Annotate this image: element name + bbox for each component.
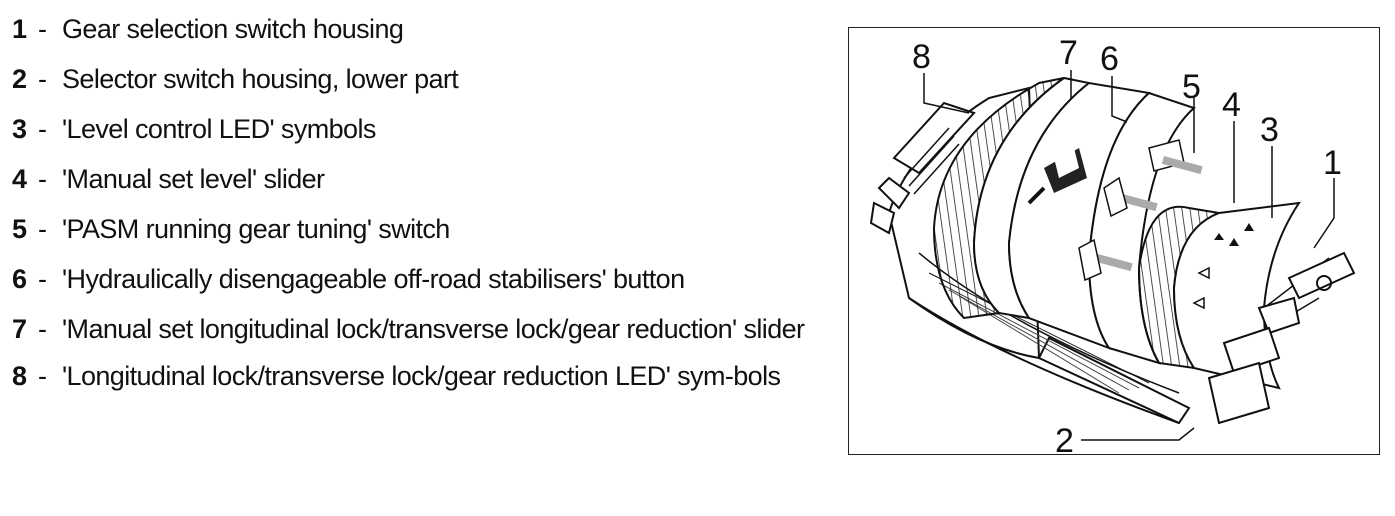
callout-8: 8 — [912, 38, 931, 76]
legend-text: 'Manual set longitudinal lock/transverse… — [62, 314, 805, 344]
legend-item-6: 6 - 'Hydraulically disengageable off-roa… — [12, 260, 832, 298]
legend-item-5: 5 - 'PASM running gear tuning' switch — [12, 210, 832, 248]
legend-separator: - — [38, 314, 47, 344]
switch-assembly-figure: 8 7 6 5 4 3 1 2 — [848, 27, 1380, 456]
switch-drum — [1078, 91, 1203, 365]
callout-2: 2 — [1055, 422, 1074, 456]
legend-separator: - — [38, 14, 47, 44]
callout-3: 3 — [1260, 111, 1279, 149]
legend-number: 2 — [12, 64, 28, 94]
legend-item-8: 8 - 'Longitudinal lock/transverse lock/g… — [12, 357, 832, 395]
callout-4: 4 — [1222, 86, 1241, 124]
legend-number: 6 — [12, 264, 28, 294]
callout-7: 7 — [1059, 34, 1078, 72]
legend-separator: - — [38, 164, 47, 194]
legend-number: 5 — [12, 214, 28, 244]
legend-separator: - — [38, 214, 47, 244]
callout-1: 1 — [1323, 144, 1342, 182]
legend-item-2: 2 - Selector switch housing, lower part — [12, 60, 832, 98]
legend-text: 'Manual set level' slider — [62, 164, 325, 194]
legend-separator: - — [38, 64, 47, 94]
legend-text: Gear selection switch housing — [62, 14, 404, 44]
legend-number: 4 — [12, 164, 28, 194]
legend-text: Selector switch housing, lower part — [62, 64, 459, 94]
legend-number: 8 — [12, 361, 28, 391]
callout-6: 6 — [1100, 40, 1119, 78]
legend-item-1: 1 - Gear selection switch housing — [12, 10, 832, 48]
legend-number: 1 — [12, 14, 28, 44]
leader-lines — [923, 70, 1335, 441]
left-end-cap — [869, 101, 976, 235]
legend-separator: - — [38, 114, 47, 144]
legend-text: 'Longitudinal lock/transverse lock/gear … — [62, 361, 781, 391]
legend-text: 'Level control LED' symbols — [62, 114, 376, 144]
legend-item-7: 7 - 'Manual set longitudinal lock/transv… — [12, 310, 832, 348]
legend-item-3: 3 - 'Level control LED' symbols — [12, 110, 832, 148]
legend-item-4: 4 - 'Manual set level' slider — [12, 160, 832, 198]
legend-number: 3 — [12, 114, 28, 144]
parts-legend: 1 - Gear selection switch housing 2 - Se… — [12, 10, 832, 404]
callout-5: 5 — [1182, 68, 1201, 106]
switch-assembly-drawing: 8 7 6 5 4 3 1 2 — [869, 34, 1356, 456]
legend-text: 'PASM running gear tuning' switch — [62, 214, 450, 244]
legend-text: 'Hydraulically disengageable off-road st… — [62, 264, 685, 294]
legend-separator: - — [38, 264, 47, 294]
legend-number: 7 — [12, 314, 28, 344]
legend-separator: - — [38, 361, 47, 391]
right-mounting-tabs — [1207, 251, 1356, 425]
